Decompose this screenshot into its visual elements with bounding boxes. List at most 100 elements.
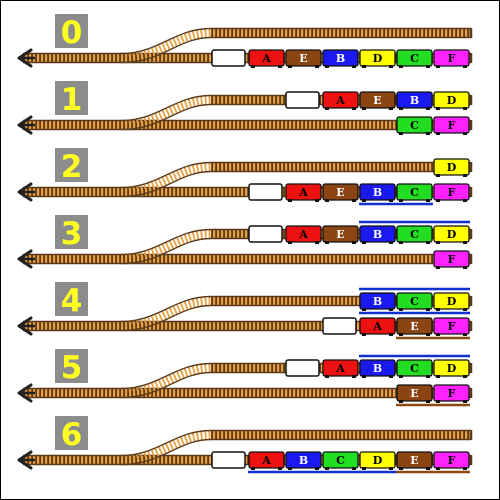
car-wheel [362, 199, 366, 202]
step-number: 3 [61, 216, 83, 252]
car-label: B [373, 362, 382, 375]
car-c: C [396, 116, 433, 135]
upper-siding-track [211, 429, 473, 441]
car-body [359, 49, 396, 67]
car-a: A [285, 183, 322, 202]
car-wheel [399, 400, 403, 403]
car-label: B [373, 295, 382, 308]
switch-curve [120, 429, 212, 466]
car-body [396, 183, 433, 201]
step-number-badge: 1 [55, 81, 88, 118]
car-b: B [359, 359, 396, 378]
car-body [396, 451, 433, 469]
direction-arrow-icon [17, 383, 35, 403]
car-label: B [299, 454, 308, 467]
car-wheel [463, 400, 467, 403]
car-wheel [389, 241, 393, 244]
car-wheel [325, 241, 329, 244]
car-label: D [373, 52, 383, 65]
car-wheel [362, 107, 366, 110]
step-number: 4 [61, 283, 83, 319]
locomotive [211, 49, 246, 67]
car-wheel [399, 107, 403, 110]
car-label: C [410, 295, 419, 308]
car-wheel [325, 65, 329, 68]
car-body [433, 183, 470, 201]
car-wheel [399, 132, 403, 135]
car-wheel [426, 107, 430, 110]
car-body [433, 225, 470, 243]
car-body [396, 384, 433, 402]
car-wheel [436, 241, 440, 244]
car-wheel [436, 266, 440, 269]
car-body [359, 359, 396, 377]
car-a: A [359, 317, 396, 336]
car-wheel [288, 65, 292, 68]
car-d: D [359, 451, 396, 470]
car-wheel [436, 467, 440, 470]
car-body [433, 359, 470, 377]
car-body [285, 49, 322, 67]
car-c: C [396, 359, 433, 378]
car-c: C [322, 451, 359, 470]
car-wheel [436, 65, 440, 68]
step-number-badge: 0 [55, 14, 88, 51]
car-wheel [389, 65, 393, 68]
car-body [433, 116, 470, 134]
car-wheel [463, 266, 467, 269]
car-label: F [448, 186, 456, 199]
car-label: F [448, 454, 456, 467]
car-body [396, 359, 433, 377]
car-wheel [436, 375, 440, 378]
car-wheel [436, 174, 440, 177]
car-label: E [336, 228, 344, 241]
car-label: D [373, 454, 383, 467]
car-body [396, 292, 433, 310]
car-f: F [433, 317, 470, 336]
car-a: A [248, 451, 285, 470]
car-label: F [448, 320, 456, 333]
car-d: D [433, 292, 470, 311]
direction-arrow-icon [17, 115, 35, 135]
switch-curve [120, 94, 212, 131]
car-b: B [359, 183, 396, 202]
switch-curve [120, 27, 212, 64]
car-wheel [315, 241, 319, 244]
car-body [433, 292, 470, 310]
car-label: B [373, 186, 382, 199]
car-wheel [463, 241, 467, 244]
car-wheel [436, 199, 440, 202]
car-wheel [362, 467, 366, 470]
car-wheel [463, 199, 467, 202]
main-track [23, 52, 473, 64]
step-number: 1 [61, 82, 83, 118]
car-body [359, 183, 396, 201]
direction-arrow-icon [17, 316, 35, 336]
car-label: C [336, 454, 345, 467]
car-body [359, 292, 396, 310]
car-d: D [433, 225, 470, 244]
car-wheel [362, 241, 366, 244]
car-wheel [463, 65, 467, 68]
car-label: E [336, 186, 344, 199]
car-a: A [322, 91, 359, 110]
car-b: B [359, 292, 396, 311]
car-wheel [436, 132, 440, 135]
car-wheel [399, 308, 403, 311]
car-label: A [372, 320, 382, 333]
car-a: A [248, 49, 285, 68]
car-wheel [426, 375, 430, 378]
locomotive [322, 317, 357, 335]
step-number-badge: 3 [55, 215, 88, 252]
car-label: D [447, 161, 457, 174]
car-label: E [410, 454, 418, 467]
step-number-badge: 2 [55, 148, 88, 185]
car-label: E [410, 387, 418, 400]
car-body [396, 49, 433, 67]
